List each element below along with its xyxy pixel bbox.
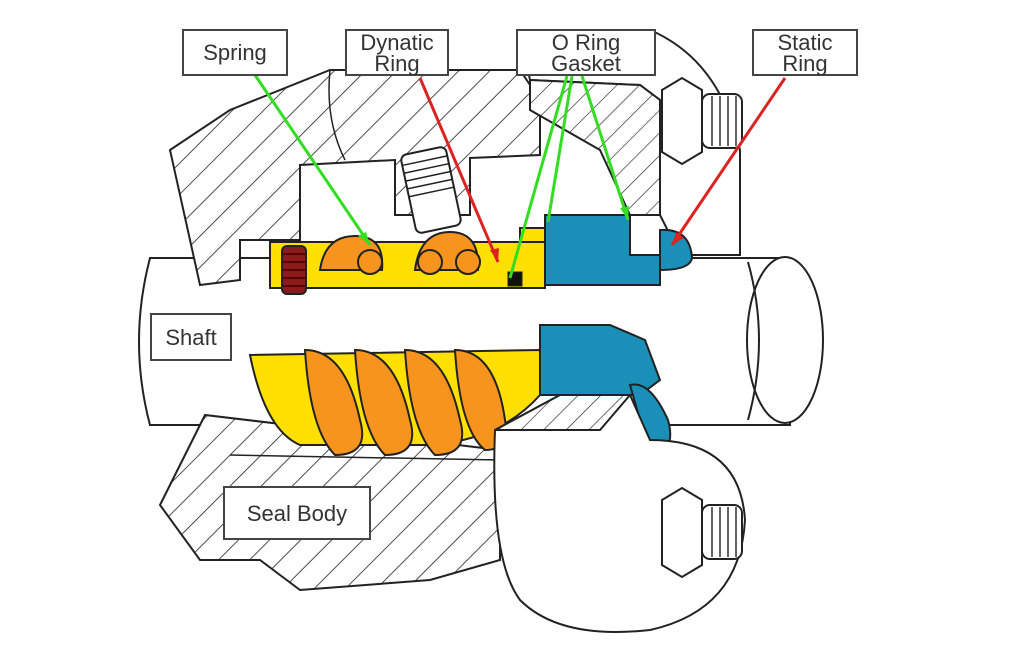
label-shaft: Shaft bbox=[150, 313, 232, 361]
pointer-dynatic-ring bbox=[418, 77, 500, 263]
seal-body-upper bbox=[168, 69, 541, 287]
pointer-spring bbox=[253, 74, 372, 246]
bolt-upper bbox=[661, 76, 743, 166]
bolt-lower bbox=[661, 486, 743, 579]
label-dynatic-ring-line2: Ring bbox=[374, 50, 420, 76]
label-dynatic-ring: Dynatic Ring bbox=[345, 29, 449, 76]
label-o-ring-gasket-line2: Gasket bbox=[551, 50, 621, 76]
label-o-ring-gasket-line1: O Ring bbox=[551, 29, 621, 55]
static-ring-lower bbox=[539, 324, 672, 456]
label-dynatic-ring-line1: Dynatic bbox=[360, 29, 434, 55]
label-spring-text: Spring bbox=[203, 40, 267, 65]
label-static-ring-line1: Static bbox=[777, 29, 833, 55]
static-ring-upper bbox=[544, 214, 694, 286]
pointer-static-ring bbox=[670, 77, 787, 246]
label-o-ring-gasket: O Ring Gasket bbox=[516, 29, 656, 76]
pointer-o-ring-gasket bbox=[508, 75, 630, 279]
label-seal-body: Seal Body bbox=[223, 486, 371, 540]
spring-lower bbox=[248, 348, 541, 457]
label-shaft-text: Shaft bbox=[165, 324, 217, 350]
label-static-ring: Static Ring bbox=[752, 29, 858, 76]
set-screw bbox=[400, 146, 462, 234]
drive-pin bbox=[281, 245, 307, 295]
label-spring: Spring bbox=[182, 29, 288, 76]
label-static-ring-line2: Ring bbox=[782, 50, 828, 76]
spring-upper bbox=[318, 230, 481, 275]
label-seal-body-text: Seal Body bbox=[246, 500, 348, 526]
